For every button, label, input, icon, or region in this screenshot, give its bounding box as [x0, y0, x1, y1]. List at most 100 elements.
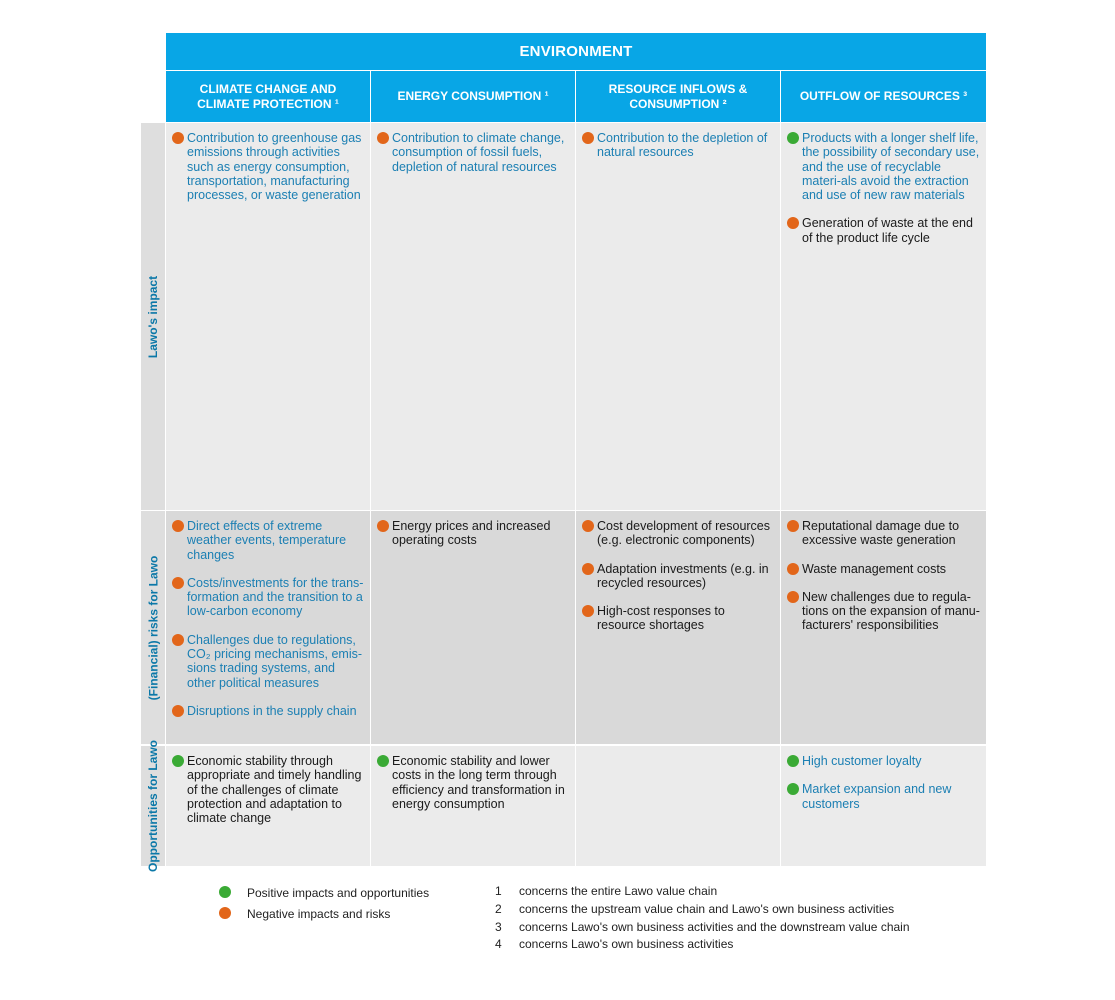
negative-dot-icon	[582, 605, 594, 618]
row-label-text: (Financial) risks for Lawo	[146, 555, 161, 700]
item-text: Generation of waste at the end of the pr…	[802, 216, 973, 245]
negative-dot-icon	[582, 132, 594, 144]
matrix-cell: Economic stability and lower costs in th…	[371, 746, 575, 866]
footnote-number: 2	[495, 902, 502, 916]
column-header-energy: ENERGY CONSUMPTION ¹	[371, 71, 575, 122]
item-text: Products with a longer shelf life, the p…	[802, 131, 980, 203]
matrix-cell: Cost development of resources (e.g. elec…	[576, 511, 780, 744]
list-item: Generation of waste at the end of the pr…	[787, 216, 980, 245]
list-item: Disruptions in the supply chain	[172, 704, 364, 718]
item-text: Economic stability through appropriate a…	[187, 754, 362, 826]
item-text: Disruptions in the supply chain	[187, 703, 357, 718]
list-item: Challenges due to regulations, CO₂ prici…	[172, 633, 364, 690]
negative-dot-icon	[582, 562, 594, 575]
list-item: Energy prices and increased operating co…	[377, 519, 569, 548]
item-text: Challenges due to regulations, CO₂ prici…	[187, 632, 363, 690]
item-text: Reputational damage due to excessive was…	[802, 519, 960, 548]
legend-label: Positive impacts and opportunities	[247, 886, 430, 900]
footnote-3: 3 concerns Lawo's own business activities…	[495, 920, 910, 934]
footnote-number: 3	[495, 920, 502, 934]
item-text: Economic stability and lower costs in th…	[392, 754, 565, 811]
row-label-opportunities: Opportunities for Lawo	[141, 740, 165, 872]
column-header-label: RESOURCE INFLOWS & CONSUMPTION ²	[608, 81, 748, 111]
negative-dot-icon	[787, 590, 799, 603]
list-item: Cost development of resources (e.g. elec…	[582, 519, 774, 548]
environment-title: ENVIRONMENT	[519, 43, 633, 60]
item-text: High customer loyalty	[802, 754, 922, 768]
list-item: Contribution to climate change, consumpt…	[377, 131, 569, 174]
column-header-label: OUTFLOW OF RESOURCES ³	[799, 89, 968, 103]
environment-header: ENVIRONMENT	[166, 33, 986, 70]
positive-dot-icon	[377, 755, 389, 767]
item-text: Cost development of resources (e.g. elec…	[597, 519, 771, 548]
item-text: Contribution to greenhouse gas emissions…	[187, 131, 362, 203]
footnote-text: concerns the entire Lawo value chain	[519, 884, 718, 898]
negative-dot-icon	[172, 704, 184, 717]
list-item: Products with a longer shelf life, the p…	[787, 131, 980, 202]
item-text: Waste management costs	[802, 561, 947, 576]
list-item: Waste management costs	[787, 562, 980, 576]
list-item: Adaptation investments (e.g. in recycled…	[582, 562, 774, 591]
column-header-climate: CLIMATE CHANGE AND CLIMATE PROTECTION ¹	[166, 71, 370, 122]
footnote-number: 4	[495, 937, 502, 951]
positive-dot-icon	[219, 886, 231, 898]
positive-dot-icon	[787, 132, 799, 144]
matrix-cell: Contribution to the depletion of natural…	[576, 123, 780, 510]
footnote-number: 1	[495, 884, 502, 898]
item-text: Adaptation investments (e.g. in recycled…	[597, 561, 769, 590]
list-item: Direct effects of extreme weather events…	[172, 519, 364, 562]
item-text: High-cost responses to resource shortage…	[597, 604, 725, 633]
item-text: Direct effects of extreme weather events…	[187, 519, 347, 562]
item-text: Costs/investments for the trans-formatio…	[187, 575, 364, 619]
list-item: Market expansion and new customers	[787, 782, 980, 811]
negative-dot-icon	[172, 132, 184, 144]
matrix-cell	[576, 746, 780, 866]
column-header-label: ENERGY CONSUMPTION ¹	[397, 89, 549, 103]
matrix-cell: Contribution to climate change, consumpt…	[371, 123, 575, 510]
row-label-impact: Lawo's impact	[141, 123, 165, 510]
list-item: Costs/investments for the trans-formatio…	[172, 576, 364, 619]
list-item: Contribution to greenhouse gas emissions…	[172, 131, 364, 202]
matrix-cell: Economic stability through appropriate a…	[166, 746, 370, 866]
negative-dot-icon	[787, 520, 799, 532]
row-label-text: Lawo's impact	[146, 275, 160, 358]
matrix-cell: Contribution to greenhouse gas emissions…	[166, 123, 370, 510]
matrix-cell: Products with a longer shelf life, the p…	[781, 123, 986, 510]
row-label-text: Opportunities for Lawo	[146, 740, 160, 872]
item-text: New challenges due to regula-tions on th…	[802, 589, 980, 633]
negative-dot-icon	[172, 633, 184, 646]
item-text: Contribution to climate change, consumpt…	[392, 131, 565, 174]
positive-dot-icon	[787, 783, 799, 796]
row-label-risks: (Financial) risks for Lawo	[141, 511, 165, 744]
footnote-1: 1 concerns the entire Lawo value chain	[495, 884, 717, 898]
matrix-cell: Reputational damage due to excessive was…	[781, 511, 986, 744]
footnote-4: 4 concerns Lawo's own business activities	[495, 937, 733, 951]
matrix-cell: Direct effects of extreme weather events…	[166, 511, 370, 744]
negative-dot-icon	[172, 520, 184, 532]
list-item: New challenges due to regula-tions on th…	[787, 590, 980, 633]
footnote-text: concerns Lawo's own business activities …	[519, 920, 910, 934]
negative-dot-icon	[219, 907, 231, 919]
column-header-resource-inflows: RESOURCE INFLOWS & CONSUMPTION ²	[576, 71, 780, 122]
negative-dot-icon	[582, 520, 594, 532]
item-text: Energy prices and increased operating co…	[392, 519, 551, 548]
footnote-text: concerns Lawo's own business activities	[519, 937, 734, 951]
column-header-outflow: OUTFLOW OF RESOURCES ³	[781, 71, 986, 122]
positive-dot-icon	[787, 755, 799, 767]
list-item: Economic stability through appropriate a…	[172, 754, 364, 825]
list-item: Economic stability and lower costs in th…	[377, 754, 569, 811]
list-item: Reputational damage due to excessive was…	[787, 519, 980, 548]
legend-label: Negative impacts and risks	[247, 907, 391, 921]
list-item: Contribution to the depletion of natural…	[582, 131, 774, 160]
item-text: Contribution to the depletion of natural…	[597, 131, 768, 160]
column-header-label: CLIMATE CHANGE AND CLIMATE PROTECTION ¹	[197, 81, 339, 111]
item-text: Market expansion and new customers	[802, 782, 952, 811]
negative-dot-icon	[172, 576, 184, 589]
footnote-text: concerns the upstream value chain and La…	[519, 902, 895, 916]
negative-dot-icon	[377, 520, 389, 532]
positive-dot-icon	[172, 755, 184, 767]
negative-dot-icon	[787, 217, 799, 230]
matrix-cell: Energy prices and increased operating co…	[371, 511, 575, 744]
negative-dot-icon	[787, 562, 799, 575]
negative-dot-icon	[377, 132, 389, 144]
